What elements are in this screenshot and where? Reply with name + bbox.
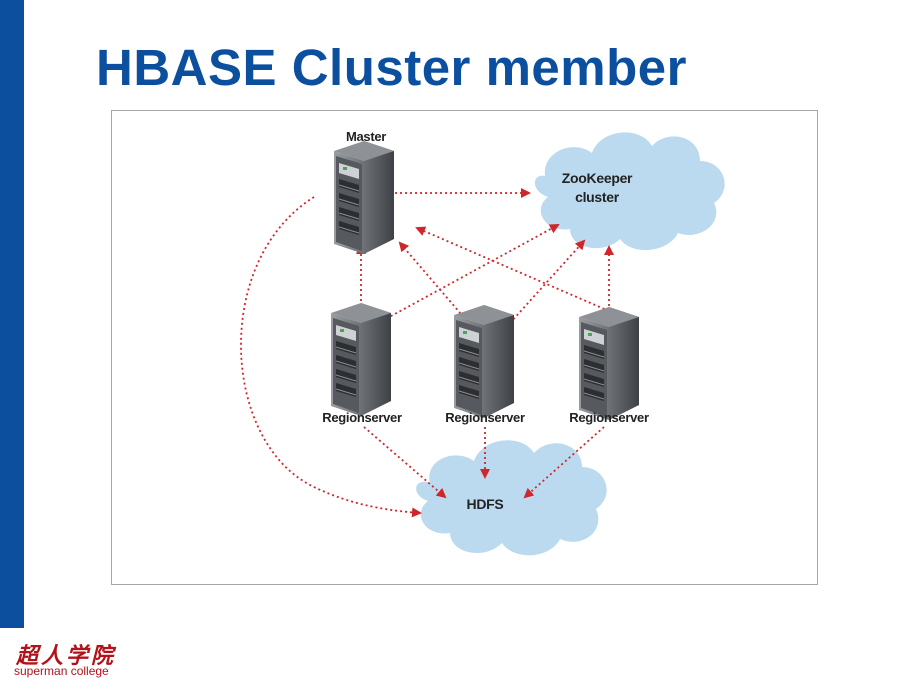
left-accent-bar <box>0 0 24 628</box>
master-label: Master <box>346 129 386 144</box>
zookeeper-cloud <box>534 132 725 251</box>
regionserver-label: Regionserver <box>445 410 525 425</box>
regionserver-icon <box>330 302 392 417</box>
slide-title: HBASE Cluster member <box>96 39 687 96</box>
hdfs-label: HDFS <box>467 496 504 512</box>
arrow-rs2-to-zookeeper <box>509 239 586 324</box>
hdfs-cloud <box>416 440 607 556</box>
arrow-rs1-to-zookeeper <box>381 224 560 322</box>
arrow-rs1-to-hdfs <box>363 426 447 499</box>
logo-english-name: superman college <box>14 664 109 678</box>
superman-college-logo: 超人学院 superman college <box>12 638 142 686</box>
zookeeper-label: ZooKeeper <box>562 170 633 186</box>
regionserver-icon <box>578 306 640 421</box>
arrow-master-to-hdfs <box>240 196 422 518</box>
regionserver-label: Regionserver <box>569 410 649 425</box>
zookeeper-cluster-label: cluster <box>575 189 620 205</box>
hbase-cluster-diagram: Master ZooKeeper cluster Regionserver Re… <box>111 110 818 585</box>
regionserver-icon <box>453 304 515 419</box>
arrow-rs2-to-master <box>398 241 468 322</box>
regionserver-label: Regionserver <box>322 410 402 425</box>
logo-chinese-name: 超人学院 <box>16 643 117 669</box>
master-server-icon <box>333 140 395 255</box>
